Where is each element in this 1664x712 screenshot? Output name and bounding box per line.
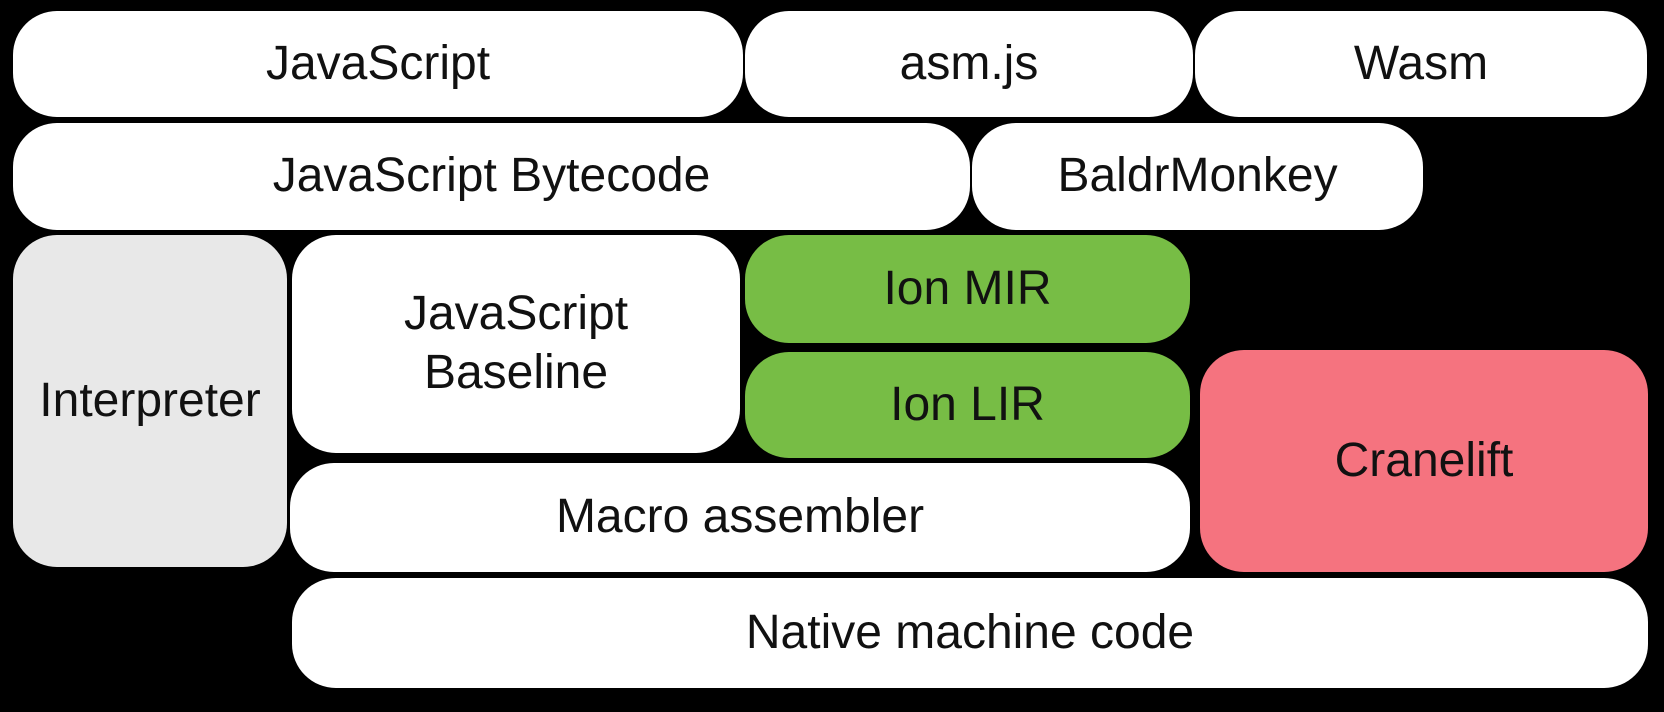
box-asmjs: asm.js: [745, 11, 1193, 117]
box-ion-mir: Ion MIR: [745, 235, 1190, 343]
box-javascript-baseline: JavaScript Baseline: [292, 235, 740, 453]
box-wasm: Wasm: [1195, 11, 1647, 117]
box-native-machine-code: Native machine code: [292, 578, 1648, 688]
box-macro-assembler: Macro assembler: [290, 463, 1190, 572]
box-javascript: JavaScript: [13, 11, 743, 117]
box-interpreter: Interpreter: [13, 235, 287, 567]
box-baldrmonkey: BaldrMonkey: [972, 123, 1423, 230]
box-cranelift: Cranelift: [1200, 350, 1648, 572]
box-javascript-bytecode: JavaScript Bytecode: [13, 123, 970, 230]
box-ion-lir: Ion LIR: [745, 352, 1190, 458]
